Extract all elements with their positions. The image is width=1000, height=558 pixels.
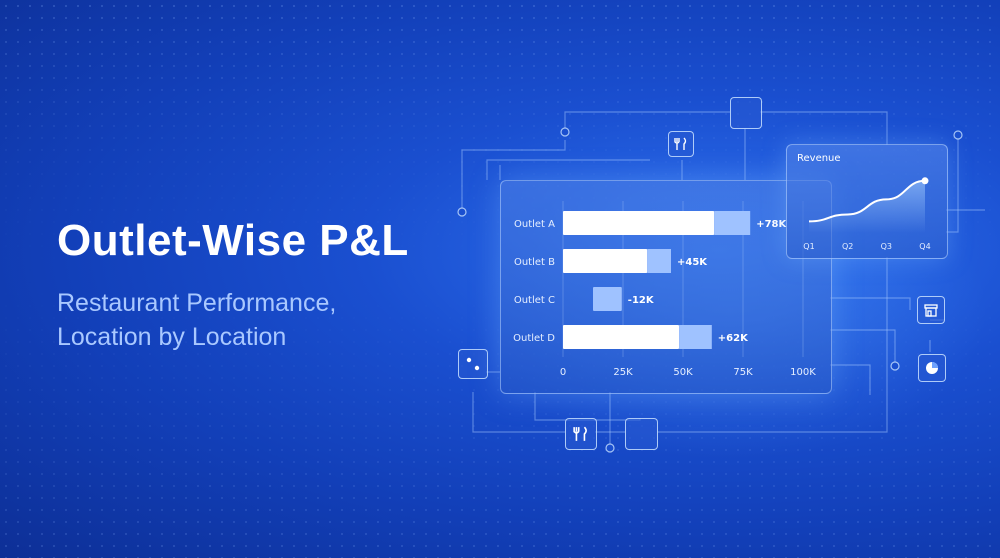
data-label: +45K (677, 257, 708, 268)
store-icon (917, 296, 945, 324)
x-tick-label: Q3 (881, 242, 892, 251)
outlet-bar-chart: 0 25K 50K 75K 100K Outlet A +78K Outlet B +45K Ou… (513, 201, 816, 378)
category-label: Outlet D (513, 333, 555, 344)
square-node-icon (730, 97, 762, 129)
bar-negative (593, 287, 622, 311)
bar (563, 325, 680, 349)
revenue-chart-panel: Revenue Q1 Q2 Q3 Q4 (786, 144, 948, 259)
x-tick-label: 50K (673, 367, 693, 378)
data-label: +78K (756, 219, 787, 230)
dice-icon (458, 349, 488, 379)
x-tick-label: Q1 (803, 242, 814, 251)
page-title: Outlet-Wise P&L (57, 216, 409, 265)
bar (563, 211, 715, 235)
fork-knife-icon (565, 418, 597, 450)
square-node-icon (625, 418, 658, 450)
fork-knife-icon (668, 131, 694, 157)
hero-section: Outlet-Wise P&L Restaurant Performance, … (57, 216, 409, 354)
category-label: Outlet C (514, 295, 555, 306)
data-label: -12K (628, 295, 655, 306)
subtitle-line-2: Location by Location (57, 323, 287, 351)
bar-accent (647, 249, 671, 273)
x-tick-label: 75K (733, 367, 753, 378)
x-tick-label: 100K (790, 367, 816, 378)
outlet-bar-chart-panel: 0 25K 50K 75K 100K Outlet A +78K Outlet B +45K Ou… (500, 180, 832, 394)
x-tick-label: Q2 (842, 242, 853, 251)
bar-accent (714, 211, 751, 235)
revenue-line (808, 179, 926, 223)
revenue-chart-title: Revenue (797, 153, 841, 164)
category-label: Outlet B (514, 257, 555, 268)
x-tick-label: 0 (560, 367, 566, 378)
subtitle-line-1: Restaurant Performance, (57, 289, 337, 317)
revenue-line-chart: Q1 Q2 Q3 Q4 (803, 177, 931, 251)
subtitle: Restaurant Performance, Location by Loca… (57, 286, 409, 354)
data-label: +62K (718, 333, 749, 344)
bar-accent (679, 325, 712, 349)
revenue-endpoint (921, 177, 929, 185)
category-label: Outlet A (514, 219, 555, 230)
x-tick-label: Q4 (919, 242, 930, 251)
x-tick-label: 25K (613, 367, 633, 378)
bar (563, 249, 648, 273)
pie-chart-icon (918, 354, 946, 382)
